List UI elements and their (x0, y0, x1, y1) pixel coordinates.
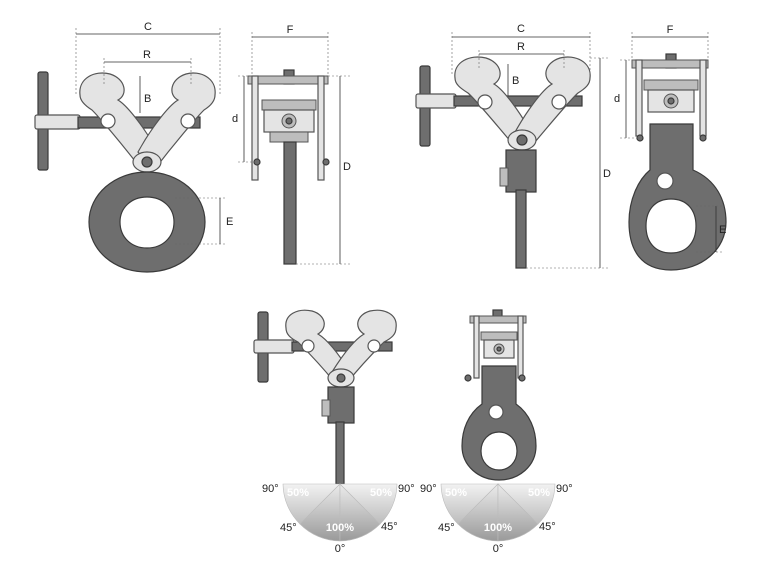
spindle-body (415, 93, 457, 109)
right-side-plate (317, 75, 325, 181)
pivot-nut-icon (516, 134, 528, 146)
capacity-50-left: 50% (445, 487, 467, 499)
spindle-body (253, 339, 295, 354)
capacity-50-right: 50% (528, 487, 550, 499)
top-bar (247, 75, 329, 85)
front-view-plate-clamp: C R B D (415, 23, 611, 269)
dim-d-small-label: d (614, 93, 620, 105)
dim-d-large-label: D (603, 168, 611, 180)
hanging-plate (515, 189, 527, 269)
dim-b-label: B (512, 75, 519, 87)
right-pin-icon (699, 134, 707, 142)
angle-90-left: 90° (262, 483, 279, 495)
angle-45-right: 45° (381, 521, 398, 533)
capacity-100: 100% (484, 522, 512, 534)
right-jaw-hole (367, 339, 381, 353)
dim-r-label: R (143, 49, 151, 61)
capacity-50-left: 50% (287, 487, 309, 499)
eye-pin-hole (656, 172, 674, 190)
right-jaw (331, 309, 397, 385)
side-view-plate-clamp: F d D (232, 24, 351, 265)
load-angle-eye-clamp: 50% 50% 100% 90° 90° 45° 45° 0° (420, 309, 573, 555)
pivot-nut-icon (141, 156, 153, 168)
dim-f-label: F (287, 24, 294, 36)
crossbar-upper (261, 99, 317, 111)
right-jaw-hole (180, 113, 196, 129)
crossbar-upper (643, 79, 699, 91)
lifting-eye (461, 365, 537, 481)
crossbar-lower (269, 131, 309, 143)
dim-d-large-label: D (343, 161, 351, 173)
lifting-eye (628, 123, 727, 271)
right-jaw-hole (551, 94, 567, 110)
dim-c-label: C (144, 21, 152, 33)
top-bar (469, 315, 527, 324)
capacity-100: 100% (326, 522, 354, 534)
spindle-body (34, 114, 81, 130)
front-view-eye-clamp: C R B E (34, 21, 233, 273)
hanging-plate (283, 141, 297, 265)
angle-0: 0° (493, 543, 504, 555)
load-angle-plate-clamp: 50% 50% 100% 90° 90° 45° 45° 0° (253, 309, 415, 555)
left-pin-icon (464, 374, 472, 382)
spindle-rod (291, 341, 393, 352)
eye-pin-hole (488, 404, 504, 420)
dim-c-label: C (517, 23, 525, 35)
left-jaw-hole (477, 94, 493, 110)
left-side-plate (473, 315, 480, 379)
spindle-rod (453, 95, 583, 107)
right-pin-icon (322, 158, 330, 166)
side-view-eye-clamp: F d E (614, 24, 727, 271)
hanging-plate (335, 421, 345, 485)
angle-0: 0° (335, 543, 346, 555)
angle-45-left: 45° (438, 522, 455, 534)
dim-e-label: E (719, 224, 726, 236)
shackle-bolt (321, 399, 331, 417)
plate-shackle (505, 149, 537, 193)
plate-shackle (327, 386, 355, 424)
angle-45-left: 45° (280, 522, 297, 534)
crossbar-upper (480, 331, 518, 341)
left-jaw (285, 309, 351, 385)
left-jaw (454, 56, 533, 149)
capacity-50-right: 50% (370, 487, 392, 499)
angle-90-right: 90° (556, 483, 573, 495)
fan-right-90-sector (497, 483, 556, 525)
left-jaw-hole (301, 339, 315, 353)
dim-f-label: F (667, 24, 674, 36)
angle-90-left: 90° (420, 483, 437, 495)
fan-right-90-sector (339, 483, 398, 525)
angle-45-right: 45° (539, 521, 556, 533)
dim-b-label: B (144, 93, 151, 105)
pivot-nut-icon (336, 373, 346, 383)
left-side-plate (635, 59, 643, 137)
dim-d-small-label: d (232, 113, 238, 125)
lifting-eye (88, 171, 206, 273)
top-bar (631, 59, 709, 69)
right-pin-icon (518, 374, 526, 382)
shackle-bolt (499, 167, 509, 187)
right-side-plate (699, 59, 707, 137)
left-jaw (79, 72, 159, 171)
right-jaw (137, 72, 216, 171)
left-jaw-hole (100, 113, 116, 129)
dim-r-label: R (517, 41, 525, 53)
left-side-plate (251, 75, 259, 181)
dim-e-label: E (226, 216, 233, 228)
right-side-plate (517, 315, 524, 379)
angle-90-right: 90° (398, 483, 415, 495)
